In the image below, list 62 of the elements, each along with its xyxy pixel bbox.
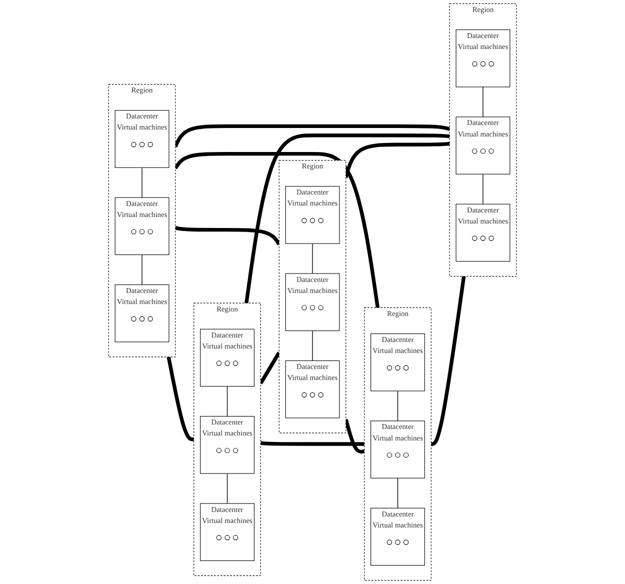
node-circle (310, 305, 316, 310)
connector (312, 243, 313, 274)
connector (482, 86, 484, 118)
node-circle (139, 229, 145, 234)
node-circle (488, 236, 494, 241)
node-circle (131, 229, 136, 234)
node-circle (403, 365, 409, 370)
connector (344, 418, 365, 454)
connector (259, 352, 281, 384)
connector (430, 276, 466, 446)
node-circle (139, 142, 145, 148)
node-circle (480, 61, 486, 66)
node-circle (488, 148, 494, 154)
node-circle (472, 61, 478, 66)
node-circle (302, 218, 307, 224)
node-circle (148, 142, 153, 148)
node-circle (139, 316, 145, 322)
node-circle (480, 148, 486, 154)
connector (226, 473, 228, 504)
connector (344, 142, 450, 178)
node-circle (310, 218, 316, 224)
node-circle (386, 540, 392, 545)
node-circle (386, 365, 392, 370)
node-circle (310, 392, 316, 398)
node-circle (232, 360, 238, 366)
node-circle (216, 360, 222, 366)
connector (174, 152, 380, 308)
node-circle (386, 452, 392, 458)
node-circle (131, 142, 136, 148)
node-circle (395, 365, 400, 370)
node-circle (318, 218, 324, 224)
connector (174, 124, 450, 148)
node-circle (216, 535, 222, 540)
node-circle (232, 535, 238, 540)
node-circle (232, 448, 238, 454)
node-circle (395, 540, 400, 545)
connector (175, 226, 281, 246)
node-circle (131, 316, 136, 322)
node-circle (403, 452, 409, 458)
node-circle (395, 452, 400, 458)
node-circle (318, 392, 324, 398)
node-circle (216, 448, 222, 454)
node-circle (302, 392, 307, 398)
node-circle (302, 305, 307, 310)
connector (312, 330, 313, 362)
node-circle (148, 229, 153, 234)
node-circle (472, 236, 478, 241)
node-circle (472, 148, 478, 154)
node-circle (148, 316, 153, 322)
node-circle (224, 448, 230, 454)
connector (397, 390, 398, 422)
node-circle (480, 236, 486, 241)
node-circle (318, 305, 324, 310)
connector (244, 134, 450, 304)
node-circle (488, 61, 494, 66)
node-circle (224, 535, 230, 540)
node-circle (224, 360, 230, 366)
connector (226, 386, 228, 417)
node-circle (403, 540, 409, 545)
connector (397, 478, 398, 508)
connector (482, 174, 484, 204)
connector (260, 441, 365, 446)
